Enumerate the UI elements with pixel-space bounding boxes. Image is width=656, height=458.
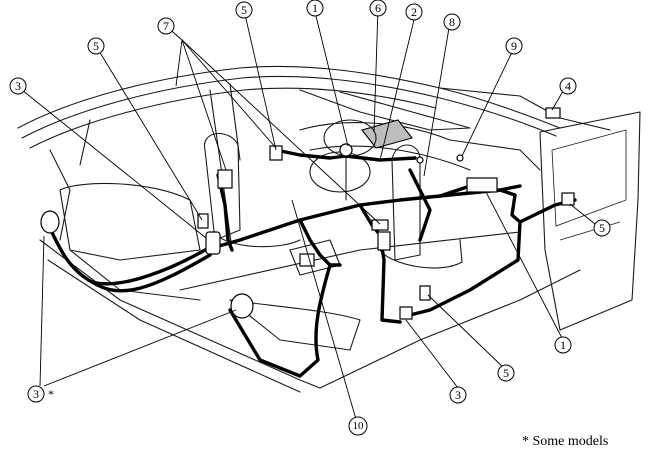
seatbelt-pretensioner-rear [205, 231, 221, 255]
seat-belt-buckle-switch [371, 219, 389, 231]
svg-text:5: 5 [599, 221, 605, 235]
svg-text:1: 1 [312, 1, 318, 15]
callout-5-a: 5 [87, 37, 105, 55]
callout-5-d: 5 [497, 364, 515, 382]
clock-spring [416, 156, 424, 164]
svg-text:7: 7 [163, 19, 169, 33]
callout-3-bottom: 3 [449, 386, 467, 404]
svg-text:4: 4 [565, 79, 571, 93]
footnote-some-models: * Some models [522, 434, 609, 449]
svg-text:1: 1 [560, 338, 566, 352]
callout-4: 4 [559, 77, 577, 95]
callout-8: 8 [443, 13, 461, 31]
svg-text:3: 3 [15, 79, 21, 93]
svg-text:9: 9 [511, 39, 517, 53]
callout-10: 10 [348, 416, 368, 436]
side-airbag-module-passenger [419, 285, 431, 301]
side-airbag-module-driver [217, 169, 233, 189]
callout-3-left: 3 [9, 77, 27, 95]
curtain-airbag-module [269, 145, 283, 161]
callout-3-bottom-left: 3 * [27, 385, 54, 403]
center-console-module [299, 253, 315, 267]
side-airbag-module-rear [197, 213, 209, 229]
svg-text:8: 8 [449, 15, 455, 29]
svg-text:3: 3 [33, 387, 39, 401]
driver-airbag-module [339, 143, 353, 157]
svg-text:5: 5 [241, 3, 247, 17]
svg-text:5: 5 [93, 39, 99, 53]
svg-text:6: 6 [375, 1, 381, 15]
asterisk-marker: * [48, 387, 54, 401]
callout-5-b: 5 [235, 1, 253, 19]
wiring-harness [48, 148, 577, 378]
callout-2: 2 [405, 3, 423, 21]
callout-1-right: 1 [554, 336, 572, 354]
callout-6: 6 [369, 0, 387, 17]
svg-text:3: 3 [455, 388, 461, 402]
side-impact-sensor-rear-center [230, 293, 254, 319]
front-pretensioner-lower [399, 306, 413, 320]
leader-lines [21, 7, 601, 427]
svg-text:5: 5 [503, 366, 509, 380]
car-body-outline [17, 65, 641, 393]
side-impact-sensor-rear-left [40, 210, 60, 234]
callout-5-c: 5 [593, 219, 611, 237]
passenger-airbag-module [456, 154, 464, 162]
callout-1-top: 1 [306, 0, 324, 17]
svg-text:10: 10 [353, 420, 365, 432]
side-impact-sensor-front [561, 192, 575, 206]
front-crash-sensor [545, 107, 561, 119]
sas-control-module [466, 177, 498, 193]
airbag-components [40, 107, 575, 320]
callout-7: 7 [157, 17, 175, 35]
passenger-seatbelt-pretensioner [377, 231, 391, 251]
callout-9: 9 [505, 37, 523, 55]
svg-text:2: 2 [411, 5, 417, 19]
